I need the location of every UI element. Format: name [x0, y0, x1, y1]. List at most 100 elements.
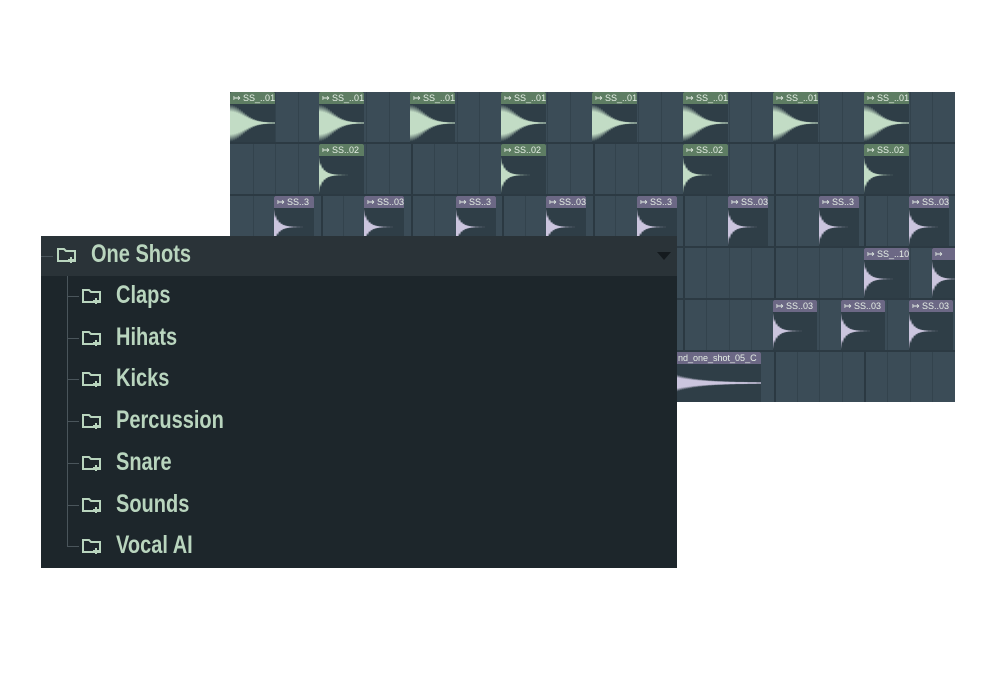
- audio-clip[interactable]: ↦ SS..02: [501, 144, 546, 194]
- browser-folder-kicks[interactable]: Kicks: [41, 359, 677, 399]
- grid-line: [705, 300, 707, 350]
- waveform: [841, 313, 885, 349]
- clip-label: ↦ SS..03: [909, 300, 953, 312]
- clip-play-icon: ↦: [367, 197, 378, 207]
- grid-line: [637, 144, 639, 194]
- grid-line: [297, 92, 299, 142]
- clip-play-icon: ↦: [776, 93, 787, 103]
- browser-folder-one-shots[interactable]: One Shots: [41, 236, 677, 276]
- clip-play-icon: ↦: [731, 197, 742, 207]
- waveform: [932, 261, 955, 297]
- clip-play-icon: ↦: [686, 145, 697, 155]
- waveform: [864, 157, 909, 193]
- clip-label: ↦ SS_..01: [683, 92, 728, 104]
- grid-line: [433, 144, 435, 194]
- grid-line: [864, 196, 867, 246]
- clip-name: SS_..01: [605, 93, 637, 103]
- folder-icon: [82, 455, 101, 471]
- clip-label: ↦ SS..03: [773, 300, 817, 312]
- audio-clip[interactable]: ↦ SS..02: [683, 144, 728, 194]
- folder-label: Percussion: [116, 406, 224, 435]
- clip-name: SS_..01: [514, 93, 546, 103]
- browser-folder-percussion[interactable]: Percussion: [41, 401, 677, 441]
- audio-clip[interactable]: ↦ SS..02: [319, 144, 364, 194]
- folder-icon: [82, 497, 101, 513]
- grid-line: [365, 144, 367, 194]
- dropdown-arrow-icon[interactable]: [657, 252, 671, 260]
- grid-line: [683, 248, 686, 298]
- grid-line: [547, 144, 549, 194]
- clip-name: SS..3: [832, 197, 855, 207]
- grid-line: [411, 144, 414, 194]
- playlist-track[interactable]: ↦ SS..3↦ SS..03↦ SS..3↦ SS..03↦ SS..3↦ S…: [230, 196, 955, 248]
- grid-line: [841, 352, 843, 402]
- clip-label: ↦ SS_..01: [501, 92, 546, 104]
- grid-line: [275, 144, 277, 194]
- playlist-track[interactable]: ↦ SS_..01↦ SS_..01↦ SS_..01↦ SS_..01↦ SS…: [230, 92, 955, 144]
- playlist-track[interactable]: ↦ SS..02 ↦ SS..02 ↦ SS..02 ↦ SS..02: [230, 144, 955, 196]
- audio-clip[interactable]: ↦ SS_..01: [683, 92, 728, 142]
- grid-line: [343, 196, 345, 246]
- audio-clip[interactable]: ↦ SS_..01: [230, 92, 275, 142]
- clip-play-icon: ↦: [935, 249, 943, 259]
- waveform: [546, 209, 586, 245]
- browser-folder-hihats[interactable]: Hihats: [41, 318, 677, 358]
- grid-line: [796, 248, 798, 298]
- grid-line: [841, 144, 843, 194]
- audio-clip[interactable]: ↦ SS..03: [909, 196, 949, 246]
- clip-name: SS_..01: [332, 93, 364, 103]
- grid-line: [388, 144, 390, 194]
- browser-folder-snare[interactable]: Snare: [41, 443, 677, 483]
- audio-clip[interactable]: ↦ SS_..01: [864, 92, 909, 142]
- audio-clip[interactable]: ↦ SS..03: [909, 300, 953, 350]
- waveform: [773, 313, 817, 349]
- grid-line: [864, 352, 867, 402]
- folder-label: Snare: [116, 447, 172, 476]
- browser-folder-sounds[interactable]: Sounds: [41, 485, 677, 525]
- clip-play-icon: ↦: [322, 145, 333, 155]
- grid-line: [728, 144, 730, 194]
- audio-clip[interactable]: nd_one_shot_05_C: [677, 352, 761, 402]
- audio-clip[interactable]: ↦ SS..02: [864, 144, 909, 194]
- audio-clip[interactable]: ↦ SS_..10: [864, 248, 909, 298]
- audio-clip[interactable]: ↦ SS_..01: [410, 92, 455, 142]
- grid-line: [819, 92, 821, 142]
- audio-clip[interactable]: ↦ SS..03: [728, 196, 768, 246]
- clip-play-icon: ↦: [504, 145, 515, 155]
- clip-label: ↦ SS..3: [456, 196, 496, 208]
- audio-clip[interactable]: ↦ SS..03: [841, 300, 885, 350]
- clip-name: SS..03: [922, 301, 950, 311]
- folder-icon: [82, 330, 101, 346]
- grid-line: [456, 92, 458, 142]
- grid-line: [456, 144, 458, 194]
- audio-clip[interactable]: ↦ SS..3: [819, 196, 859, 246]
- waveform: [728, 209, 768, 245]
- audio-clip[interactable]: ↦ SS_..01: [773, 92, 818, 142]
- clip-play-icon: ↦: [867, 249, 878, 259]
- grid-line: [592, 144, 595, 194]
- grid-line: [637, 92, 639, 142]
- waveform: [410, 104, 455, 142]
- audio-clip[interactable]: ↦ SS..03: [773, 300, 817, 350]
- waveform: [864, 261, 909, 297]
- browser-folder-claps[interactable]: Claps: [41, 276, 677, 316]
- folder-label: Claps: [116, 281, 171, 309]
- waveform: [773, 104, 818, 142]
- grid-line: [909, 352, 911, 402]
- browser-folder-vocal-ai[interactable]: Vocal AI: [41, 526, 677, 566]
- clip-play-icon: ↦: [844, 301, 855, 311]
- waveform: [677, 374, 761, 392]
- waveform: [592, 104, 637, 142]
- grid-line: [615, 144, 617, 194]
- waveform: [683, 104, 728, 142]
- waveform: [319, 157, 364, 193]
- audio-clip[interactable]: ↦ SS_..01: [501, 92, 546, 142]
- clip-label: ↦ SS..02: [683, 144, 728, 156]
- folder-icon: [82, 414, 101, 430]
- audio-clip[interactable]: ↦ SS_..01: [592, 92, 637, 142]
- grid-line: [479, 144, 481, 194]
- audio-clip[interactable]: ↦ SS_..01: [319, 92, 364, 142]
- audio-clip[interactable]: ↦: [932, 248, 955, 298]
- tree-connector: [67, 379, 79, 381]
- grid-line: [819, 300, 821, 350]
